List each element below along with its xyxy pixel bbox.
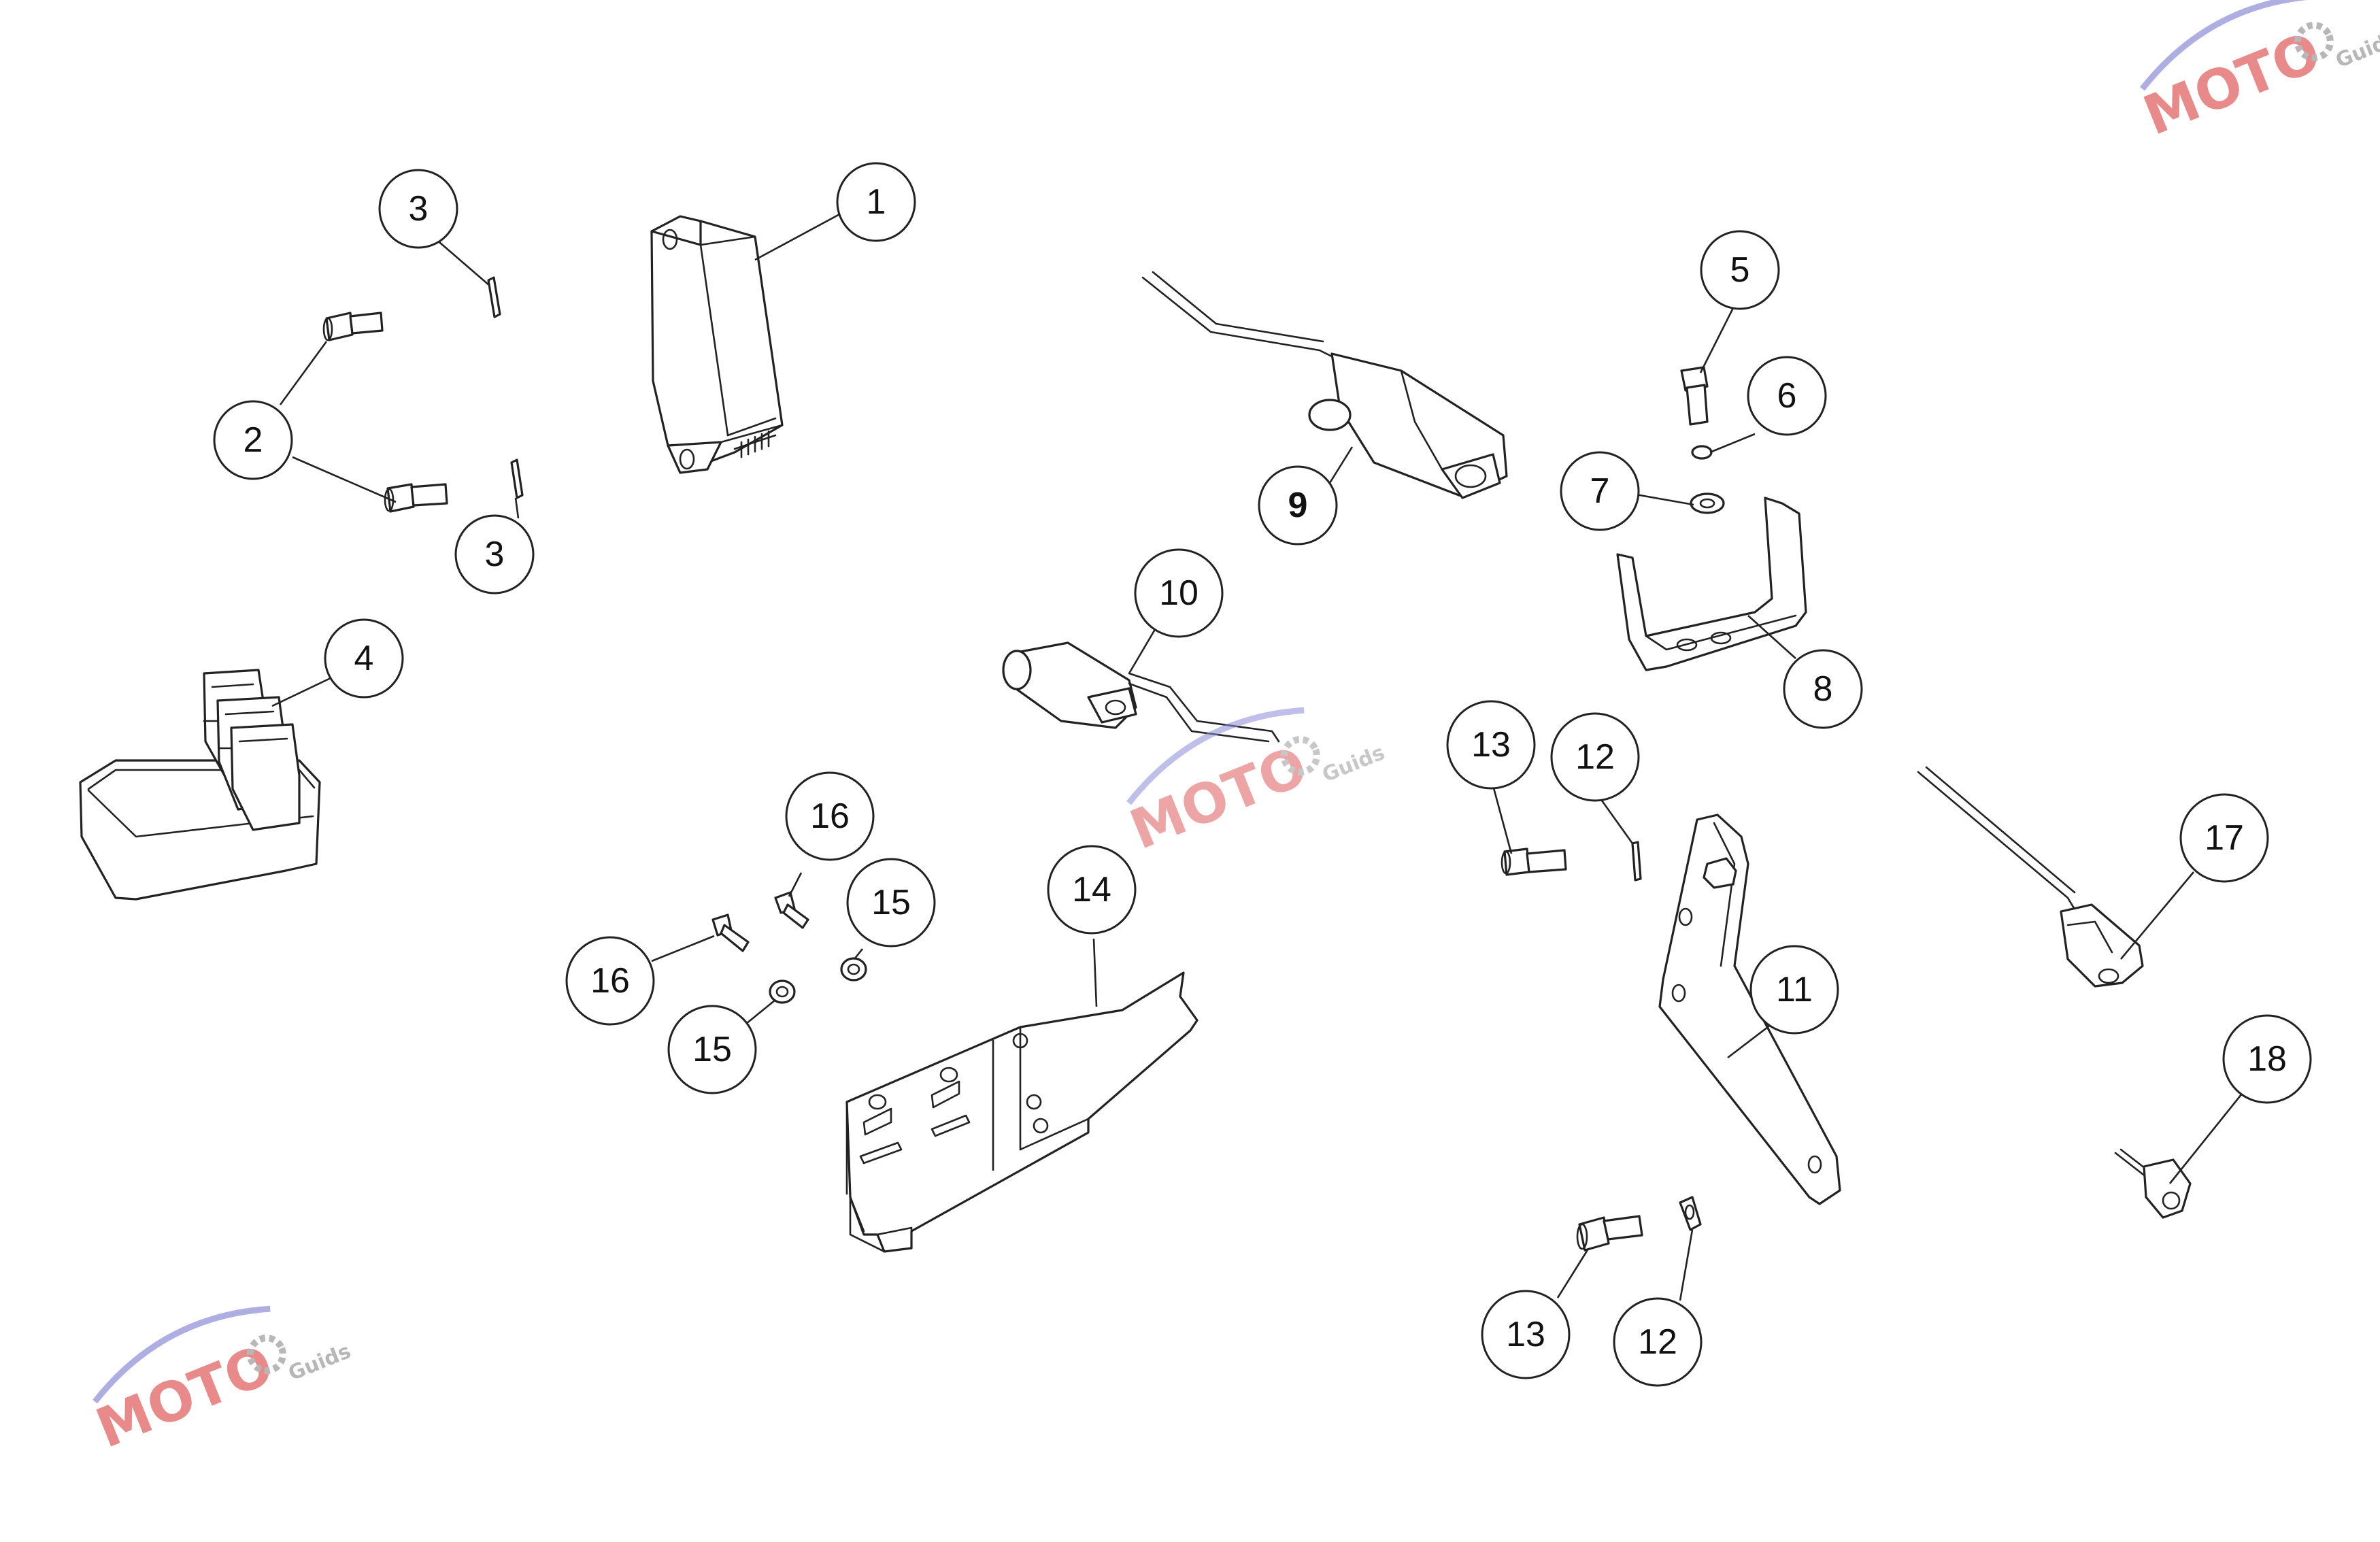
callout-15-right-label: 15 — [871, 883, 911, 922]
callout-12-bottom-label: 12 — [1638, 1322, 1677, 1362]
callout-18-label: 18 — [2247, 1039, 2287, 1079]
part-6-washer — [1691, 445, 1713, 460]
callout-7: 7 — [1560, 451, 1640, 531]
callout-4: 4 — [324, 618, 404, 699]
callout-14-label: 14 — [1072, 870, 1111, 909]
part-18-knob — [2114, 1148, 2192, 1219]
callout-1-label: 1 — [867, 182, 886, 222]
watermark-swoosh — [1126, 707, 1305, 805]
part-16-screws — [711, 891, 809, 952]
part-5-bolt — [1680, 366, 1709, 426]
callout-10-label: 10 — [1159, 573, 1199, 613]
callout-9: 9 — [1258, 465, 1338, 546]
callout-12-bottom: 12 — [1613, 1297, 1703, 1387]
part-8-bracket — [1616, 497, 1807, 671]
callout-7-label: 7 — [1590, 471, 1610, 511]
watermark-logo-bottom-left: MOTO Guids — [88, 1305, 354, 1460]
callout-3-bottom-label: 3 — [485, 535, 505, 574]
watermark-sub-text: Guids — [285, 1339, 354, 1386]
part-2-screws — [322, 312, 448, 513]
callout-13-bottom-label: 13 — [1506, 1315, 1545, 1354]
callout-2-label: 2 — [244, 420, 263, 460]
callout-5-label: 5 — [1730, 250, 1750, 290]
part-4-connector-tray — [79, 669, 321, 901]
part-10-ignition-coil — [1002, 641, 1280, 743]
callout-15-left: 15 — [667, 1005, 757, 1094]
watermark-sub-text: Guids — [1319, 741, 1388, 787]
callout-2: 2 — [213, 400, 293, 480]
callout-8-label: 8 — [1813, 669, 1833, 709]
callout-16-left-label: 16 — [590, 961, 630, 1001]
part-14-mounting-plate — [845, 971, 1199, 1253]
callout-17-label: 17 — [2205, 818, 2244, 858]
callout-13-top: 13 — [1446, 700, 1536, 790]
callout-17: 17 — [2179, 793, 2269, 883]
watermark-swoosh — [93, 1305, 271, 1404]
callout-6-label: 6 — [1777, 376, 1797, 416]
callout-15-right: 15 — [846, 858, 936, 948]
watermark-logo-top-right: MOTO Guids — [2135, 0, 2380, 148]
watermark-sub-text: Guids — [2332, 27, 2380, 73]
callout-9-label: 9 — [1288, 486, 1308, 525]
callout-12-top: 12 — [1550, 712, 1640, 802]
watermark-swoosh — [2140, 0, 2318, 91]
callout-5: 5 — [1700, 230, 1780, 310]
part-9-ignition-coil — [1141, 271, 1508, 499]
callout-13-bottom: 13 — [1481, 1290, 1571, 1379]
callout-14: 14 — [1047, 845, 1137, 935]
part-13-screws — [1501, 848, 1643, 1252]
leader-lines — [271, 212, 2246, 1301]
callout-4-label: 4 — [354, 639, 374, 678]
part-12-clips — [1631, 841, 1702, 1231]
part-7-washer — [1690, 492, 1725, 514]
callout-13-top-label: 13 — [1471, 725, 1511, 765]
callout-3-bottom: 3 — [454, 514, 535, 594]
callout-8: 8 — [1783, 649, 1863, 729]
callout-16-left: 16 — [565, 936, 655, 1026]
callout-6: 6 — [1747, 356, 1827, 436]
watermark-logo-center: MOTO Guids — [1122, 707, 1388, 862]
callout-3-top: 3 — [378, 169, 458, 249]
part-17-sensor — [1917, 766, 2144, 988]
callout-10: 10 — [1134, 548, 1224, 638]
part-3-washers — [487, 276, 524, 499]
callout-11: 11 — [1749, 945, 1839, 1035]
callout-16-top-label: 16 — [810, 797, 850, 836]
callout-16-top: 16 — [785, 771, 875, 861]
part-1-ecu-module — [650, 215, 784, 474]
callout-15-left-label: 15 — [692, 1030, 732, 1069]
callout-3-top-label: 3 — [409, 189, 429, 229]
part-15-washers — [769, 957, 867, 1004]
callout-1: 1 — [836, 162, 916, 242]
callout-11-label: 11 — [1776, 970, 1813, 1009]
callout-12-top-label: 12 — [1575, 737, 1615, 777]
part-11-long-bracket — [1658, 814, 1841, 1205]
callout-18: 18 — [2222, 1014, 2312, 1104]
